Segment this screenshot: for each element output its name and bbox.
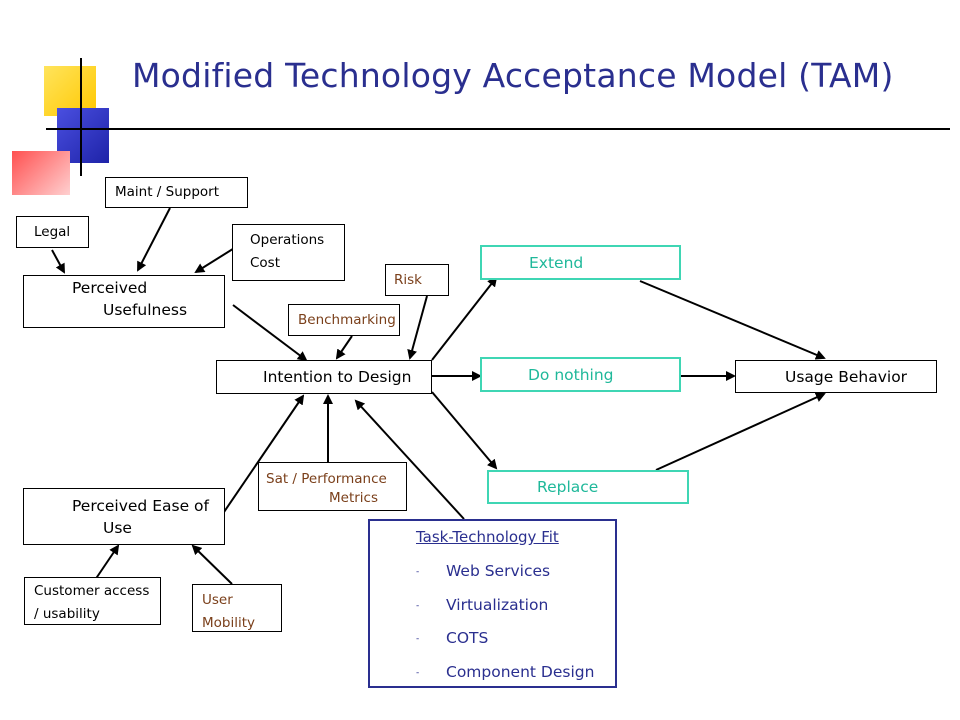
- ttf-item-virtualization: Virtualization: [446, 596, 549, 614]
- perceived-ease-label-line2: Use: [103, 519, 132, 537]
- task-technology-fit-heading: Task-Technology Fit: [416, 528, 559, 546]
- user-mobility-label-line1: User: [202, 592, 233, 608]
- ttf-bullet-2: -: [416, 601, 420, 611]
- perceived-usefulness-label-line1: Perceived: [72, 279, 148, 297]
- sat-performance-label-line1: Sat / Performance: [266, 471, 387, 487]
- perceived-usefulness-label-line2: Usefulness: [103, 301, 188, 319]
- arrow-intention-to-extend: [431, 276, 498, 361]
- extend-label: Extend: [529, 254, 584, 272]
- user-mobility-label-line2: Mobility: [202, 615, 256, 631]
- usage-behavior-box: [735, 360, 937, 393]
- operations-cost-box: [232, 224, 345, 281]
- perceived-ease-box: [23, 488, 225, 545]
- operations-cost-label-line1: Operations: [250, 232, 325, 248]
- deco-horizontal-line: [46, 128, 950, 130]
- arrow-ease-to-intention: [223, 394, 305, 513]
- arrow-legal-to-usefulness: [51, 249, 65, 274]
- benchmarking-box: [288, 304, 400, 336]
- ttf-item-web-services: Web Services: [446, 562, 551, 580]
- ttf-bullet-1: -: [416, 567, 420, 577]
- deco-red-square: [12, 151, 70, 195]
- extend-box: [480, 245, 681, 280]
- arrow-operations-to-usefulness: [194, 246, 237, 274]
- ttf-bullet-3: -: [416, 634, 420, 644]
- page-title: Modified Technology Acceptance Model (TA…: [132, 56, 894, 95]
- ttf-bullet-4: -: [416, 668, 420, 678]
- customer-access-label-line2: / usability: [34, 606, 100, 622]
- do-nothing-label: Do nothing: [528, 366, 614, 384]
- usage-behavior-label: Usage Behavior: [785, 368, 908, 386]
- maint-support-label: Maint / Support: [115, 184, 220, 200]
- arrow-benchmarking-to-intention: [335, 335, 353, 360]
- arrow-usefulness-to-intention: [232, 304, 308, 362]
- arrow-mobility-to-ease: [191, 544, 233, 585]
- user-mobility-box: [192, 584, 282, 632]
- sat-performance-label-line2: Metrics: [329, 490, 379, 506]
- legal-box: [16, 216, 89, 248]
- ttf-item-component-design: Component Design: [446, 663, 595, 681]
- arrow-risk-to-intention: [407, 295, 428, 360]
- sat-performance-box: [258, 462, 407, 511]
- replace-box: [487, 470, 689, 504]
- arrow-maint-to-usefulness: [137, 207, 171, 272]
- benchmarking-label: Benchmarking: [298, 312, 396, 328]
- deco-yellow-square: [44, 66, 96, 116]
- risk-label: Risk: [394, 272, 422, 288]
- customer-access-label-line1: Customer access: [34, 583, 150, 599]
- perceived-usefulness-box: [23, 275, 225, 328]
- ttf-item-cots: COTS: [446, 629, 489, 647]
- deco-vertical-line: [80, 58, 82, 176]
- customer-access-box: [24, 577, 161, 625]
- maint-support-box: [105, 177, 248, 208]
- operations-cost-label-line2: Cost: [250, 255, 281, 271]
- legal-label: Legal: [34, 224, 71, 240]
- task-technology-fit-box: [368, 519, 617, 688]
- arrow-ttf-to-intention: [354, 399, 465, 520]
- arrow-extend-to-usage: [639, 280, 826, 360]
- intention-to-design-box: [216, 360, 432, 394]
- replace-label: Replace: [537, 478, 599, 496]
- arrow-replace-to-usage: [655, 392, 826, 471]
- arrow-customer-to-ease: [94, 544, 120, 581]
- perceived-ease-label-line1: Perceived Ease of: [72, 497, 209, 515]
- risk-box: [385, 264, 449, 296]
- do-nothing-box: [480, 357, 681, 392]
- intention-to-design-label: Intention to Design: [263, 368, 412, 386]
- arrow-intention-to-replace: [431, 391, 498, 470]
